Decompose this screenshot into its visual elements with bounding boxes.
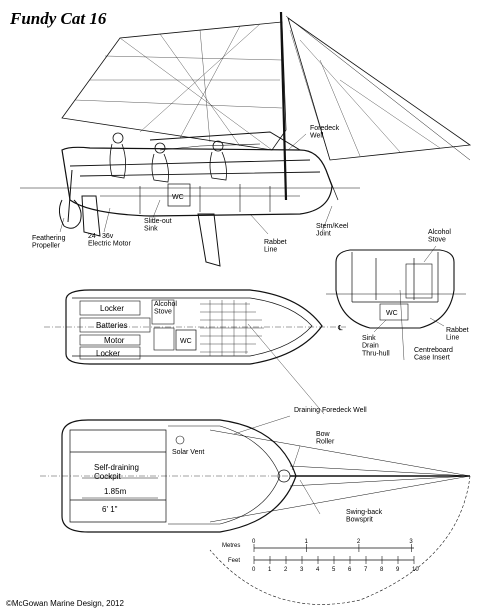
metres-tick-label: 2	[357, 539, 361, 545]
feet-tick-label: 0	[252, 567, 256, 573]
centreboard	[197, 213, 221, 267]
locker-bottom-label: Locker	[96, 349, 120, 358]
centerline-symbol: ℄	[337, 325, 343, 332]
feet-ticks: 0 1 2 3 4 5 6 7 8 9 10	[252, 556, 419, 573]
feet-tick-label: 6	[348, 567, 352, 573]
locker-top-label: Locker	[100, 304, 124, 313]
feet-tick-label: 8	[380, 567, 384, 573]
metres-tick-label: 0	[252, 539, 256, 545]
scale-metres-label: Metres	[222, 543, 240, 549]
mast	[279, 11, 288, 201]
feet-tick-label: 9	[396, 567, 400, 573]
solar-vent-label: Solar Vent	[172, 449, 204, 456]
batteries-label: Batteries	[96, 321, 128, 330]
deck-plan-view	[40, 415, 471, 605]
metres-tick-label: 1	[304, 539, 308, 545]
metres-ticks: 0 1 2 3	[252, 539, 413, 552]
drawing-title: Fundy Cat 16	[9, 9, 107, 28]
feet-tick-label: 10	[412, 567, 419, 573]
section-hull	[335, 249, 455, 329]
wc-section-label: WC	[386, 310, 398, 317]
feet-tick-label: 5	[332, 567, 336, 573]
motor-label: Motor	[104, 336, 125, 345]
crew-figures	[109, 132, 227, 183]
scale-bar: Metres Feet 0 1 2 3 0 1 2 3 4 5 6 7 8 9 10	[222, 539, 419, 573]
scale-feet-label: Feet	[228, 558, 240, 564]
plan-hull	[65, 289, 323, 365]
section-view: WC	[326, 245, 466, 361]
wc-profile-box	[167, 183, 191, 207]
metres-tick-label: 3	[409, 539, 413, 545]
dim-metric-label: 1.85m	[104, 487, 127, 496]
feet-tick-label: 4	[316, 567, 320, 573]
feet-tick-label: 7	[364, 567, 368, 573]
profile-view: WC	[20, 11, 472, 267]
feet-tick-label: 3	[300, 567, 304, 573]
credit-text: ©McGowan Marine Design, 2012	[6, 599, 125, 608]
feet-tick-label: 1	[268, 567, 272, 573]
feet-tick-label: 2	[284, 567, 288, 573]
foresail	[287, 17, 472, 161]
hull-profile	[61, 146, 333, 217]
mainsail	[61, 21, 287, 151]
dim-imperial-label: 6' 1"	[102, 505, 118, 514]
wc-profile-label: WC	[172, 194, 184, 201]
wc-plan-label: WC	[180, 338, 192, 345]
draining-foredeck-well-label: Draining Foredeck Well	[294, 407, 367, 414]
